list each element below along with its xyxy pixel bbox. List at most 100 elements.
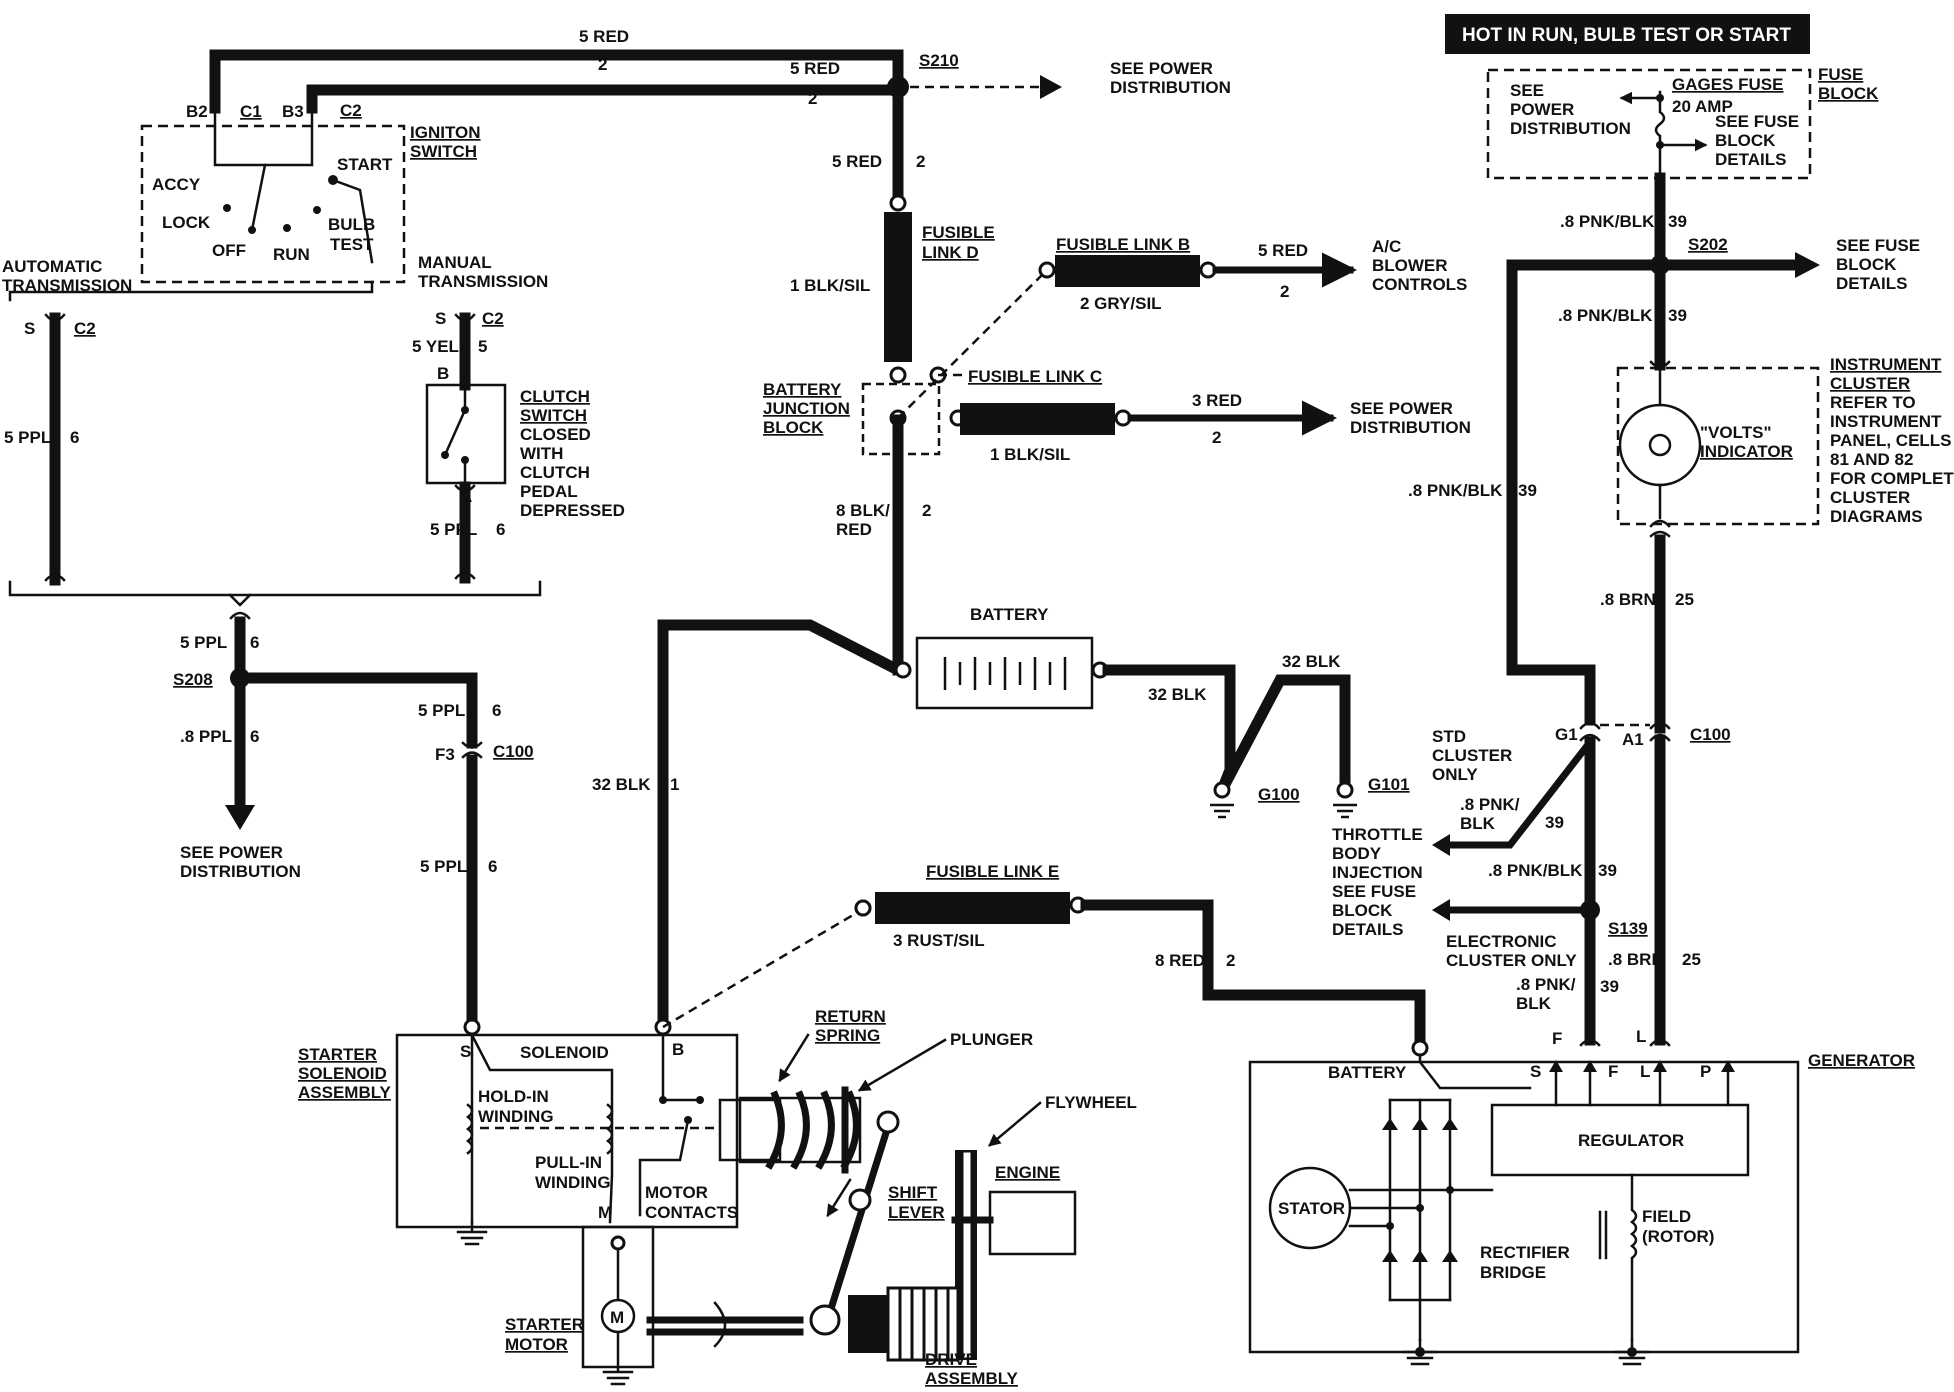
svg-text:PULL-IN: PULL-IN [535, 1153, 602, 1172]
svg-text:JUNCTION: JUNCTION [763, 399, 850, 418]
svg-text:S202: S202 [1688, 235, 1728, 254]
svg-text:.8 PNK/: .8 PNK/ [1460, 795, 1520, 814]
svg-text:5 YEL: 5 YEL [412, 337, 459, 356]
svg-text:39: 39 [1668, 306, 1687, 325]
svg-text:DISTRIBUTION: DISTRIBUTION [1510, 119, 1631, 138]
svg-text:A/C: A/C [1372, 237, 1401, 256]
svg-text:F3: F3 [435, 745, 455, 764]
svg-text:BATTERY: BATTERY [970, 605, 1049, 624]
engine-block [988, 1190, 1077, 1256]
svg-text:SOLENOID: SOLENOID [520, 1043, 609, 1062]
svg-text:2: 2 [1226, 951, 1235, 970]
svg-text:39: 39 [1598, 861, 1617, 880]
svg-text:25: 25 [1675, 590, 1694, 609]
svg-text:2: 2 [916, 152, 925, 171]
ignition-switch: B2 C1 B3 C2 IGNITON SWITCH ACCY LOCK OFF… [8, 27, 909, 302]
svg-text:CLUSTER ONLY: CLUSTER ONLY [1446, 951, 1577, 970]
flywheel [955, 1150, 977, 1360]
svg-text:LOCK: LOCK [162, 213, 211, 232]
svg-text:(ROTOR): (ROTOR) [1642, 1227, 1714, 1246]
svg-text:RED: RED [836, 520, 872, 539]
s202-splice: .8 PNK/BLK 39 S202 SEE FUSE BLOCK DETAIL… [1408, 172, 1920, 726]
svg-text:CLUSTER: CLUSTER [1830, 488, 1910, 507]
svg-text:39: 39 [1668, 212, 1687, 231]
svg-text:8 RED: 8 RED [1155, 951, 1205, 970]
svg-text:5 RED: 5 RED [579, 27, 629, 46]
svg-text:SHIFT: SHIFT [888, 1183, 938, 1202]
svg-text:GENERATOR: GENERATOR [1808, 1051, 1915, 1070]
svg-text:CLUSTER: CLUSTER [1432, 746, 1512, 765]
svg-text:.8 PNK/BLK: .8 PNK/BLK [1488, 861, 1583, 880]
svg-text:ELECTRONIC: ELECTRONIC [1446, 932, 1557, 951]
svg-text:S210: S210 [919, 51, 959, 70]
svg-text:.8 PNK/BLK: .8 PNK/BLK [1558, 306, 1653, 325]
c100-connector-right: G1 A1 C100 STD CLUSTER ONLY .8 PNK/ BLK … [1332, 721, 1731, 1047]
svg-text:DIAGRAMS: DIAGRAMS [1830, 507, 1923, 526]
fusible-link-b: FUSIBLE LINK B 2 GRY/SIL 5 RED 2 A/C BLO… [1055, 235, 1467, 313]
svg-text:BLOCK: BLOCK [1818, 84, 1879, 103]
svg-text:BLOCK: BLOCK [763, 418, 824, 437]
svg-text:.8 PNK/BLK: .8 PNK/BLK [1408, 481, 1503, 500]
svg-text:20 AMP: 20 AMP [1672, 97, 1733, 116]
instrument-cluster: "VOLTS" INDICATOR INSTRUMENT CLUSTER REF… [1600, 355, 1954, 734]
svg-text:FUSIBLE LINK C: FUSIBLE LINK C [968, 367, 1102, 386]
svg-text:.8 PPL: .8 PPL [180, 727, 232, 746]
svg-text:B: B [672, 1040, 684, 1059]
svg-text:SEE FUSE: SEE FUSE [1715, 112, 1799, 131]
svg-text:3 RED: 3 RED [1192, 391, 1242, 410]
generator: GENERATOR F L BATTERY REGULATOR S F L P … [1248, 1027, 1915, 1366]
svg-text:PEDAL: PEDAL [520, 482, 578, 501]
svg-text:S: S [1530, 1062, 1541, 1081]
svg-text:FUSIBLE: FUSIBLE [922, 223, 995, 242]
svg-text:2: 2 [922, 501, 931, 520]
svg-text:STATOR: STATOR [1278, 1199, 1345, 1218]
svg-text:CONTROLS: CONTROLS [1372, 275, 1467, 294]
svg-text:39: 39 [1545, 813, 1564, 832]
svg-text:2: 2 [1280, 282, 1289, 301]
svg-text:MOTOR: MOTOR [645, 1183, 708, 1202]
svg-text:FOR COMPLETE: FOR COMPLETE [1830, 469, 1954, 488]
svg-text:DRIVE: DRIVE [925, 1350, 977, 1369]
fuse-block: FUSE BLOCK GAGES FUSE 20 AMP SEE POWER D… [1486, 65, 1879, 180]
svg-text:6: 6 [488, 857, 497, 876]
svg-text:WITH: WITH [520, 444, 563, 463]
svg-text:ENGINE: ENGINE [995, 1163, 1060, 1182]
s210-splice: S210 SEE POWER DISTRIBUTION 5 RED 2 FUSI… [790, 51, 1231, 362]
svg-text:BODY: BODY [1332, 844, 1382, 863]
svg-text:6: 6 [250, 727, 259, 746]
svg-text:DETAILS: DETAILS [1715, 150, 1786, 169]
svg-text:SEE POWER: SEE POWER [1350, 399, 1453, 418]
svg-text:6: 6 [70, 428, 79, 447]
svg-text:STD: STD [1432, 727, 1466, 746]
svg-text:25: 25 [1682, 950, 1701, 969]
svg-text:SWITCH: SWITCH [410, 142, 477, 161]
svg-text:SEE FUSE: SEE FUSE [1332, 882, 1416, 901]
svg-text:CLUTCH: CLUTCH [520, 463, 590, 482]
svg-text:5 RED: 5 RED [1258, 241, 1308, 260]
pin-b3: B3 [282, 102, 304, 121]
svg-text:L: L [1640, 1062, 1650, 1081]
svg-text:THROTTLE: THROTTLE [1332, 825, 1423, 844]
svg-text:C100: C100 [493, 742, 534, 761]
svg-text:F: F [1608, 1062, 1618, 1081]
svg-text:CLUTCH: CLUTCH [520, 387, 590, 406]
svg-text:M: M [610, 1308, 624, 1327]
svg-text:START: START [337, 155, 393, 174]
svg-text:P: P [1700, 1062, 1711, 1081]
starter-motor: M [581, 1225, 655, 1386]
svg-text:6: 6 [492, 701, 501, 720]
svg-text:SWITCH: SWITCH [520, 406, 587, 425]
svg-text:PANEL, CELLS: PANEL, CELLS [1830, 431, 1952, 450]
svg-text:REGULATOR: REGULATOR [1578, 1131, 1684, 1150]
svg-text:BLOCK: BLOCK [1332, 901, 1393, 920]
shift-lever [825, 1110, 900, 1317]
svg-text:CONTACTS: CONTACTS [645, 1203, 738, 1222]
svg-text:CLOSED: CLOSED [520, 425, 591, 444]
svg-text:SPRING: SPRING [815, 1026, 880, 1045]
pin-b2: B2 [186, 102, 208, 121]
svg-text:81 AND 82: 81 AND 82 [1830, 450, 1913, 469]
s208-splice: 5 PPL 6 S208 .8 PPL 6 SEE POWER DISTRIBU… [173, 611, 534, 1026]
svg-text:BLK: BLK [1516, 994, 1552, 1013]
